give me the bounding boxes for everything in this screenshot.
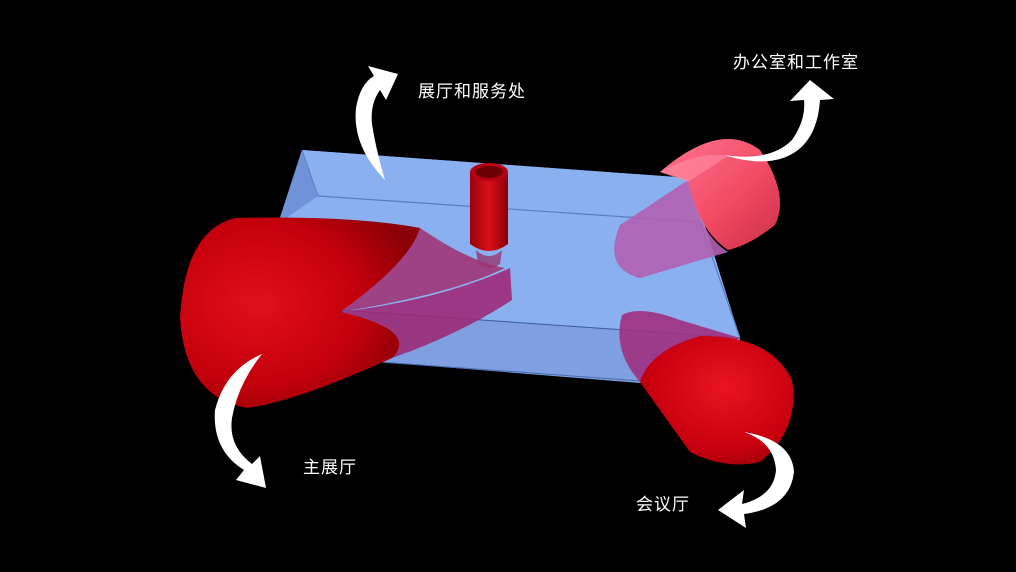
arrow-to-services xyxy=(355,66,398,180)
arrow-to-office xyxy=(724,80,834,162)
main-hall-volume xyxy=(180,217,512,408)
arrow-to-main-hall xyxy=(214,354,266,488)
arrow-to-meeting-hall xyxy=(718,432,794,528)
label-main-hall: 主展厅 xyxy=(303,458,357,478)
label-services: 展厅和服务处 xyxy=(418,82,526,102)
label-meeting-hall: 会议厅 xyxy=(636,495,690,515)
meeting-hall-volume xyxy=(619,311,794,465)
office-volume xyxy=(614,139,780,278)
service-tube-volume xyxy=(470,163,508,268)
label-office-studio: 办公室和工作室 xyxy=(733,53,859,73)
